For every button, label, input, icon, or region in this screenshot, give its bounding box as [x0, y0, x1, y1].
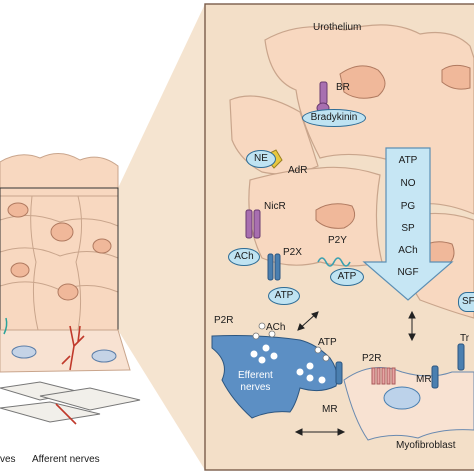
- ne-oval: NE: [246, 150, 276, 168]
- nucleus: [57, 283, 79, 301]
- nucleus: [92, 238, 112, 254]
- atp-oval-1: ATP: [268, 287, 300, 305]
- nicr-label: NicR: [264, 201, 286, 212]
- ach-label: ACh: [266, 322, 286, 333]
- p2r-left-label: P2R: [214, 315, 234, 326]
- mr-right-label: MR: [416, 374, 432, 385]
- efferent-line2: nerves: [240, 382, 271, 393]
- mr-left-label: MR: [322, 404, 338, 415]
- p2x-receptor: [267, 253, 281, 281]
- myofibroblast-nucleus: [383, 386, 421, 410]
- urothelial-nuclei: [315, 64, 471, 267]
- surface-cell-layer: [0, 153, 119, 197]
- left-nerves-label: ves: [0, 454, 16, 465]
- ach-oval: ACh: [228, 248, 260, 266]
- tr-label: Tr: [460, 333, 470, 344]
- nicr-receptor: [245, 209, 261, 239]
- afferent-nerves-label: Afferent nerves: [32, 454, 100, 465]
- nucleus: [11, 345, 37, 359]
- myofibroblast-label: Myofibroblast: [396, 440, 456, 451]
- efferent-nerves-label: Efferent nerves: [238, 371, 273, 393]
- p2y-label: P2Y: [328, 235, 347, 246]
- efferent-line1: Efferent: [238, 370, 273, 381]
- bradykinin-oval: Bradykinin: [302, 109, 366, 127]
- nucleus: [50, 222, 74, 242]
- efferent-nerve: [211, 335, 338, 419]
- urothelium-label: Urothelium: [313, 22, 362, 33]
- p2y-receptor: [317, 257, 351, 267]
- nucleus: [7, 202, 29, 218]
- mediator-no: NO: [400, 178, 416, 189]
- adr-label: AdR: [288, 165, 308, 176]
- mr-receptor-left: [335, 361, 343, 385]
- nucleus: [10, 262, 30, 278]
- zoom-projection: [118, 4, 205, 470]
- p2r-receptor-right: [371, 367, 396, 385]
- tr-receptor: [457, 343, 465, 371]
- br-label: BR: [336, 82, 350, 93]
- atp-label: ATP: [318, 337, 337, 348]
- tissue-overview: [0, 153, 141, 425]
- sf-oval: SF: [458, 292, 474, 312]
- p2x-label: P2X: [283, 247, 302, 258]
- mediator-ach: ACh: [398, 245, 418, 256]
- atp-oval-2: ATP: [330, 268, 364, 286]
- mediator-ngf: NGF: [397, 267, 419, 278]
- nucleus: [91, 349, 117, 363]
- urothelial-cells: [229, 24, 474, 319]
- mediator-pg: PG: [400, 201, 416, 212]
- mr-receptor-right: [431, 365, 439, 389]
- mediator-sp: SP: [401, 223, 415, 234]
- p2r-right-label: P2R: [362, 353, 382, 364]
- afferent-nerve: [61, 325, 85, 371]
- release-arrow: [362, 147, 454, 301]
- mediator-atp: ATP: [398, 155, 418, 166]
